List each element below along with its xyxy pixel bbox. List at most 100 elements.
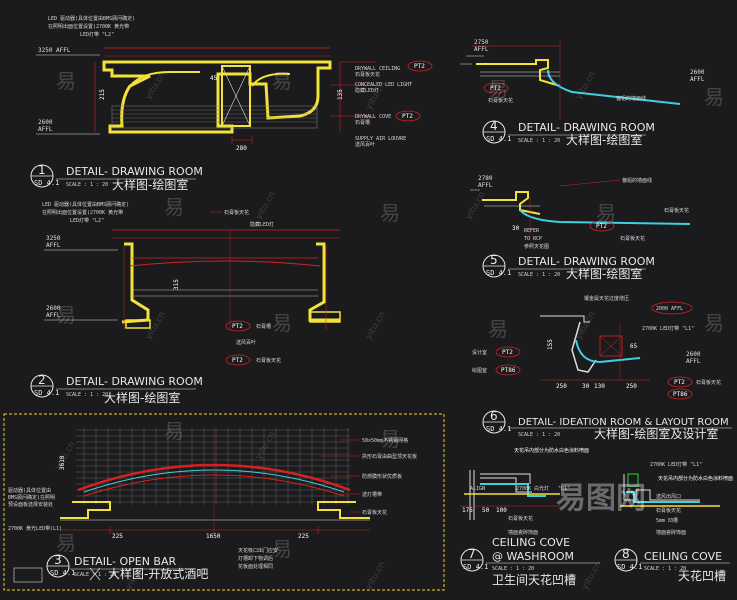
wm-char-6: 易 [380, 201, 400, 225]
d8-scale: SCALE : 1 : 20 [644, 566, 686, 572]
d6-dim-5: 65 [630, 343, 638, 350]
d6-dim-2: 130 [594, 383, 605, 390]
d1-dim-135: 135 [337, 89, 344, 100]
d8-groove: 5mm 凹槽 [656, 517, 678, 524]
d2-ceiling-arc [129, 260, 321, 267]
d8-num: 8 [622, 547, 630, 561]
d6-led: 2700K LED灯带 "L1" [642, 325, 694, 332]
d3-ceiling-label: 石膏板天花 [362, 509, 387, 516]
d6-dim-0: 250 [556, 383, 567, 390]
d7-dim-0: 175 [462, 507, 473, 514]
d6-pt86-tag [495, 364, 521, 376]
d2-affl-2600: 2600 [46, 305, 61, 312]
d3-led-label: 送灯槽带 [362, 491, 382, 498]
detail-6-ideation-room: 2000 AFFL 2600 AFFL 2700K LED灯带 "L1" 镶金属… [472, 295, 721, 400]
d3-note3: 花板面处理相同 [238, 563, 273, 570]
d3-fabric-label: 防燃膜形状优质板 [362, 473, 402, 480]
d1-led-note: LED 驱动器(具体位置由BMS顾问确定) [48, 15, 135, 22]
d8-supply: 送风出风口 [656, 493, 681, 500]
detail-5-title: 5 SD 4.1 DETAIL- DRAWING ROOM SCALE : 1 … [482, 253, 655, 281]
d2-pt2b-text: PT2 [232, 357, 243, 364]
d5-gyp2: 石膏板天花 [620, 235, 645, 242]
wm-char-3: 易 [488, 77, 508, 101]
d6-affl2: 2600 [686, 351, 701, 358]
d7-title2: @ WASHROOM [492, 550, 574, 563]
detail-7-title: 7 SD 4.1 CEILING COVE @ WASHROOM SCALE :… [460, 536, 600, 587]
wm-char-1: 易 [56, 69, 76, 93]
d8-top: 天花吊内部分为防水白色涂料喷面 [658, 475, 733, 482]
d5-rcp-cn: 参照天花图 [524, 243, 549, 250]
d2-scale: SCALE : 1 : 20 [66, 392, 108, 398]
svg-text:PT2: PT2 [402, 113, 413, 120]
d1-drywall-ceiling: DRYWALL CEILING [355, 66, 400, 72]
d3-dim-1650: 1650 [206, 533, 221, 540]
d3-led-strip: 2700K 黄光LED带(L1) [8, 525, 62, 532]
d1-inner-cove [129, 71, 200, 87]
d1-affl-3250: 3250 AFFL [38, 47, 71, 54]
wm-char-11: 易 [704, 311, 724, 335]
d7-cove-profile [469, 470, 532, 520]
d2-affl-3250: 3250 [46, 235, 61, 242]
d6-scale: SCALE : 1 : 20 [518, 432, 560, 438]
d7-sheet: SD 4.1 [463, 563, 488, 571]
d2-led-note: LED 驱动器(具体位置由BMS顾问确定) [42, 201, 129, 208]
d5-pt2: PT2 [596, 223, 607, 230]
d2-dim-315: 315 [173, 279, 180, 290]
detail-1-title: 1 SD 4.1 DETAIL- DRAWING ROOM SCALE : 1 … [30, 163, 203, 192]
d3-num: 3 [54, 553, 62, 567]
d6-dim-1: 30 [582, 383, 590, 390]
d8-led: 2700K LED灯带 "L1" [650, 461, 702, 468]
d4-cn: 大样图-绘图室 [566, 132, 642, 147]
d3-scale: SCALE : 1 : 20 [74, 572, 116, 578]
d4-affl-b: AFFL [474, 46, 489, 53]
d4-scale: SCALE : 1 : 20 [518, 138, 560, 144]
detail-1-drawing-room: LED 驱动器(具体位置由BMS顾问确定) 在照明出面位置设置(2700K 黄光… [36, 15, 433, 152]
d2-affl-3250b: AFFL [46, 242, 61, 249]
d2-affl-2600b: AFFL [46, 312, 61, 319]
d1-affl-2600: 2600 [38, 119, 53, 126]
d1-drywall-ceiling-cn: 石膏板天花 [355, 71, 380, 78]
d1-supply-air: SUPPLY AIR LOUVRE [355, 136, 406, 142]
d8-title: CEILING COVE [644, 550, 722, 563]
wm-char-7: 易 [596, 201, 616, 225]
d4-sheet: SD 4.1 [486, 135, 511, 143]
d4-title: DETAIL- DRAWING ROOM [518, 121, 655, 134]
d2-pt2-cn: 石膏槽 [256, 323, 271, 330]
d1-dim-280: 280 [236, 145, 247, 152]
detail-4-title: 4 SD 4.1 DETAIL- DRAWING ROOM SCALE : 1 … [482, 119, 655, 147]
d4-pt2: PT2 [490, 85, 501, 92]
d6-sheet: SD 4.1 [486, 425, 511, 433]
d1-num: 1 [38, 163, 46, 177]
d3-sheet: SD 4.1 [50, 569, 75, 577]
wm-char-4: 易 [704, 85, 724, 109]
d2-led-note3: LED灯带 "L2" [70, 217, 104, 224]
d3-dim-225b: 225 [298, 533, 309, 540]
d6-gyp: 石膏板天花 [696, 379, 721, 386]
wm-char-9: 易 [272, 311, 292, 335]
d3-title: DETAIL- OPEN BAR [74, 555, 176, 568]
detail-2-title: 2 SD 4.1 DETAIL- DRAWING ROOM SCALE : 1 … [30, 373, 203, 405]
d4-num: 4 [490, 119, 498, 133]
d5-ceiling-profile [482, 191, 541, 215]
d5-rcp: TO RCP [524, 236, 542, 242]
d6-affl: 2000 AFFL [656, 306, 683, 312]
d1-scale: SCALE : 1 : 20 [66, 182, 108, 188]
d2-cn: 大样图-绘图室 [104, 390, 180, 405]
d5-scale: SCALE : 1 : 20 [518, 272, 560, 278]
d8-gyp: 石膏板天花 [656, 507, 681, 514]
d8-sheet: SD 4.1 [617, 563, 642, 571]
d8-wall: 墙面瓷砖饰面 [656, 529, 686, 536]
d4-affl2b: AFFL [690, 76, 705, 83]
d6-cn: 大样图-绘图室及设计室 [594, 426, 718, 441]
d3-cn: 大样图-开放式酒吧 [108, 566, 208, 581]
d6-pt2b: PT2 [674, 379, 685, 386]
detail-8-ceiling-cove: 2700K LED灯带 "L1" 天花吊内部分为防水白色涂料喷面 送风出风口 石… [620, 461, 733, 536]
wm-char-8: 易 [56, 303, 76, 327]
detail-4-drawing-room: 2750 AFFL 2600 AFFL PT2 石膏板天花 偏铝的墙面线 [460, 39, 705, 120]
d3-driver1: 驱动器(具体位置由 [8, 487, 51, 494]
d6-pt86b-tag [667, 388, 693, 400]
d4-pt2-tag [483, 82, 509, 94]
d5-affl-b: AFFL [478, 182, 493, 189]
d2-pt2b-cn: 石膏板天花 [256, 357, 281, 364]
